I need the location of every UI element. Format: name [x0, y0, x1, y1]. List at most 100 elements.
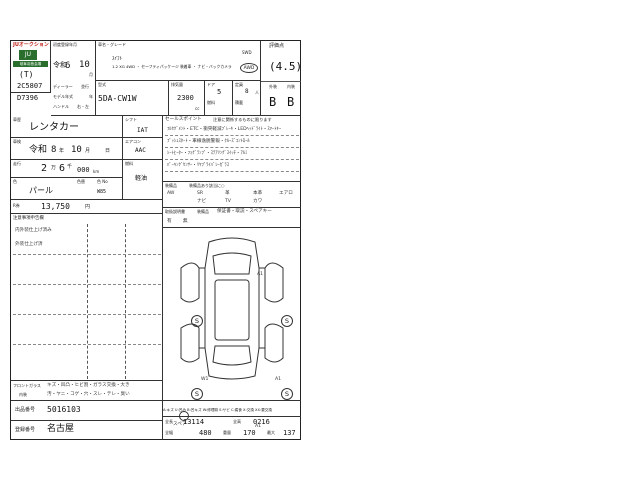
inspection-label: 車検 [13, 139, 21, 144]
load-label: 積載 [235, 100, 243, 105]
score-value: (4.5) [269, 60, 303, 73]
seats-value: 8 [245, 88, 249, 95]
dealer-label: ディーラー [53, 84, 73, 89]
notes-divider-2 [125, 224, 126, 379]
frame-number-1: 2C5807 [17, 82, 43, 90]
cc-label: cc [195, 106, 200, 111]
notes-line-2: 外装仕上げ済 [15, 242, 43, 247]
equipment-item: 革 [225, 191, 230, 196]
sales-line-rule-1 [165, 135, 299, 136]
sales-point-line: ﾌﾟｯｼｭｽﾀｰﾄ・車線逸脱警報・ｸﾙｰｽﾞｺﾝﾄﾛｰﾙ [167, 139, 250, 144]
equipment-item: カワ [253, 199, 263, 204]
inspection-month-unit: 月 [85, 148, 91, 154]
damage-mark: S [191, 388, 203, 400]
fuel-type-block: 燃料 軽油 [123, 160, 163, 200]
ac-value: AAC [135, 147, 146, 154]
inspection-block: 車検 令和 8 年 10 月 日 [11, 138, 123, 160]
mileage-label: 走行 [13, 161, 21, 166]
auction-no-label: 出品番号 [15, 407, 36, 413]
interior-grade: B [287, 95, 295, 109]
notes-rule [13, 284, 161, 285]
equipment-block: 装備品 装備品あり該当に○ AW SR 革 本革 エアロ ナビ TV カワ [163, 182, 301, 208]
usage-block: 車歴 レンタカー [11, 116, 123, 138]
spare-label: スペア [173, 422, 187, 427]
doors-block: ドア 5 燃料 [205, 81, 233, 116]
swd-label: SWD [242, 50, 252, 55]
equipment-label: 装備品 [165, 183, 177, 188]
car-name-block: 車名・グレード ｽｲﾌﾄ 1.2 XG 4WD ・ セーフティパッケージ 装着車… [96, 41, 261, 81]
inspection-sheet: JUオークション JU 岐阜羽島会場 (T) 2C5807 D7396 初度登録… [10, 40, 303, 440]
sales-point-line: ｼｰﾄﾋｰﾀｰ・ﾌｫｸﾞﾗﾝﾌﾟ・ｽﾃｱﾘﾝｸﾞｽｲｯﾁ・ｱﾙﾐ [167, 151, 248, 156]
mileage-man: 2 [41, 163, 48, 174]
accessories-value: 保証書・取説・スペアキー [217, 209, 272, 214]
equipment-item: TV [225, 199, 231, 204]
doors-label: ドア [207, 82, 215, 87]
area-value: 名古屋 [47, 424, 75, 434]
interior-row-value: 汚・ヤニ・コゲ・穴・スレ・テレ・臭い [47, 392, 130, 397]
notes-line-1: 内外装仕上げ済み [15, 228, 52, 233]
notes-block: 注意事項申告欄 内外装仕上げ済み 外装仕上げ済 [11, 214, 163, 381]
model-year-suffix: 年 [89, 94, 93, 99]
documents-block: 取扱説明書 有 無 装備品 保証書・取説・スペアキー [163, 208, 301, 228]
seats-block: 定員 8 人 積載 [233, 81, 261, 116]
sales-point-line: ﾊﾟｰｷﾝｸﾞｾﾝｻｰ・ﾘﾔﾌﾟﾗｲﾊﾞｼｰｶﾞﾗｽ [167, 163, 230, 168]
usage-value: レンタカー [29, 122, 79, 133]
equipment-note: 装備品あり該当に○ [189, 183, 225, 188]
damage-mark: S [281, 388, 293, 400]
interior-label: 内装 [287, 84, 295, 89]
shift-block: シフト IAT [123, 116, 163, 138]
ac-block: エアコン AAC [123, 138, 163, 160]
length-value: 13114 [183, 418, 205, 426]
registration-block: 初度登録年月 令和 6 10 月 ディーラー 並行 モデル年式 年 ハンドル 右… [51, 41, 96, 116]
mileage-sen-unit: 千 [67, 164, 73, 170]
notes-rule [13, 254, 161, 255]
damage-mark: S [281, 315, 293, 327]
sales-points-block: セールスポイント 注意に関係するものに限ります ﾌﾙｾｸﾞﾒﾝﾄ・ETC・衝突軽… [163, 116, 301, 182]
reg-era: 令和 [53, 61, 67, 69]
ac-label: エアコン [125, 139, 141, 144]
mileage-unit: km [93, 169, 100, 174]
windshield-label: フロントガラス [13, 383, 41, 388]
shift-value: IAT [137, 127, 148, 134]
doors-value: 5 [217, 88, 222, 96]
fuel-label: 燃料 [207, 100, 215, 105]
sales-line-rule-4 [165, 171, 299, 172]
sales-points-note: 注意に関係するものに限ります [213, 117, 272, 122]
ju-logo: JU [19, 50, 37, 60]
score-divider [261, 81, 301, 82]
car-name-label: 車名・グレード [98, 42, 126, 47]
score-block: 評価点 (4.5) 外装 内装 B B [261, 41, 303, 116]
max-label: 最大 [267, 430, 275, 435]
inspection-year: 8 [51, 145, 57, 155]
logo-block: JUオークション JU 岐阜羽島会場 (T) 2C5807 [11, 41, 51, 93]
width-value: 480 [199, 429, 212, 437]
type-value: 5DA-CW1W [98, 94, 137, 103]
weight-value: 170 [243, 429, 256, 437]
damage-mark: A1 [257, 272, 264, 277]
recycle-label: R券 [13, 203, 20, 208]
windshield-block: フロントガラス 内装 キズ・凹凸・ヒビ割・ガラス交換・大き 汚・ヤニ・コゲ・穴・… [11, 381, 163, 401]
height-value: 0216 [253, 418, 270, 426]
color-no: W85 [97, 189, 107, 195]
max-value: 137 [283, 429, 296, 437]
dimensions-block: 全長 13114 全高 0216 全幅 480 重量 170 最大 137 [163, 416, 301, 440]
width-label: 全幅 [165, 430, 173, 435]
handle-label: ハンドル [53, 104, 69, 109]
interior-row-label: 内装 [19, 392, 27, 397]
reg-month: 10 [79, 60, 90, 70]
handle-value: 右・左 [77, 104, 89, 109]
inspection-year-unit: 年 [59, 148, 65, 154]
seats-label: 定員 [235, 82, 243, 87]
notes-divider-1 [87, 224, 88, 379]
height-label: 全高 [233, 419, 241, 424]
damage-mark: A1 [255, 424, 262, 429]
car-outline-diagram [180, 237, 284, 380]
color-value: パール [29, 186, 53, 195]
equipment-item: ナビ [197, 199, 207, 204]
color-block: 色 パール 色替 色 No W85 [11, 178, 123, 200]
frame-number-2: D7396 [17, 94, 39, 102]
color-label: 色 [13, 179, 17, 184]
area-block: 登録番号 名古屋 [11, 421, 163, 440]
recycle-value: 13,750 [41, 202, 70, 211]
length-label: 全長 [165, 419, 173, 424]
